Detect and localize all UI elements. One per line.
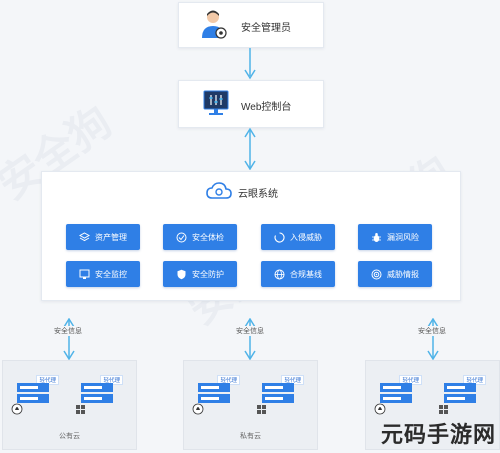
monitor-icon xyxy=(203,90,229,118)
module-intrusion-threat[interactable]: 入侵威胁 xyxy=(261,224,335,250)
cloud-name-private: 私有云 xyxy=(240,433,261,440)
arrow-web-system xyxy=(244,128,256,170)
bug-icon xyxy=(371,232,382,243)
cloud-third: 轻代理 轻代理 xyxy=(365,360,500,450)
module-label: 入侵威胁 xyxy=(290,232,322,242)
module-label: 威胁情报 xyxy=(387,269,419,279)
module-asset-management[interactable]: 资产管理 xyxy=(66,224,140,250)
checkup-icon xyxy=(176,232,187,243)
arrow-admin-to-web xyxy=(244,48,256,80)
admin-user-icon xyxy=(201,8,227,40)
brand-watermark: 元码手游网 xyxy=(380,422,496,447)
agent-windows-1: 轻代理 xyxy=(73,375,123,415)
module-label: 安全监控 xyxy=(95,269,127,279)
layers-icon xyxy=(78,231,91,243)
cloud-public: 轻代理 轻代理 公有云 xyxy=(2,360,137,450)
agent-linux-1: 轻代理 xyxy=(9,375,59,415)
server-icon xyxy=(11,383,49,415)
server-icon xyxy=(76,383,113,414)
module-compliance-baseline[interactable]: 合规基线 xyxy=(261,261,335,287)
intrusion-icon xyxy=(274,231,285,243)
cloud-icon xyxy=(206,182,232,200)
cloud-name-public: 公有云 xyxy=(59,433,80,440)
agent-linux-2: 轻代理 xyxy=(190,375,240,415)
arrow-system-cloud-2 xyxy=(244,318,256,360)
monitor-icon xyxy=(79,269,90,280)
module-label: 资产管理 xyxy=(95,232,127,242)
module-security-checkup[interactable]: 安全体检 xyxy=(163,224,237,250)
arrow-system-cloud-3 xyxy=(427,318,439,360)
info-label-2: 安全信息 xyxy=(234,326,266,336)
info-label-3: 安全信息 xyxy=(416,326,448,336)
server-icon xyxy=(439,383,476,414)
server-icon xyxy=(257,383,294,414)
module-vulnerability-risk[interactable]: 漏洞风险 xyxy=(358,224,432,250)
arrow-system-cloud-1 xyxy=(63,318,75,360)
globe-icon xyxy=(274,269,285,280)
admin-label: 安全管理员 xyxy=(241,23,291,34)
web-console-node: Web控制台 xyxy=(178,80,324,128)
info-label-1: 安全信息 xyxy=(52,326,84,336)
radar-icon xyxy=(371,269,382,280)
agent-linux-3: 轻代理 xyxy=(372,375,422,415)
web-console-label: Web控制台 xyxy=(241,102,292,113)
server-icon xyxy=(374,383,412,415)
module-label: 漏洞风险 xyxy=(387,232,419,242)
agent-windows-3: 轻代理 xyxy=(436,375,486,415)
agent-windows-2: 轻代理 xyxy=(254,375,304,415)
module-label: 安全防护 xyxy=(192,269,224,279)
module-label: 安全体检 xyxy=(192,232,224,242)
system-title: 云眼系统 xyxy=(238,189,278,200)
module-label: 合规基线 xyxy=(290,269,322,279)
server-icon xyxy=(192,383,230,415)
module-security-monitoring[interactable]: 安全监控 xyxy=(66,261,140,287)
module-security-protection[interactable]: 安全防护 xyxy=(163,261,237,287)
system-container: 云眼系统 资产管理 安全体检 入侵威胁 漏洞风险 安全监控 安全防 xyxy=(41,171,461,301)
shield-icon xyxy=(176,269,187,280)
cloud-private: 轻代理 轻代理 私有云 xyxy=(183,360,318,450)
admin-node: 安全管理员 xyxy=(178,2,324,48)
module-threat-intelligence[interactable]: 威胁情报 xyxy=(358,261,432,287)
